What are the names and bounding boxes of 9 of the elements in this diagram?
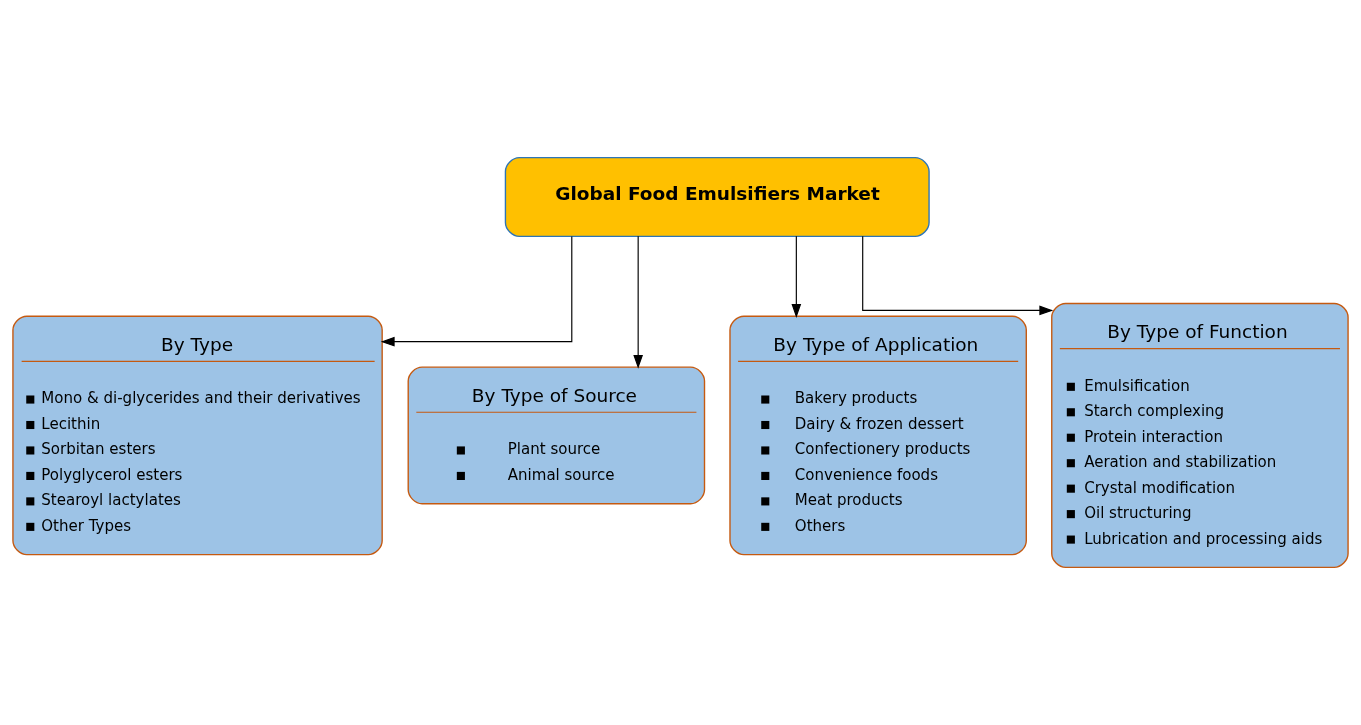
- arrow: [862, 235, 1054, 316]
- node-box: By Type of Function Emulsification Starch complexing Protein interaction Aeration and stabilization Crystal modification Oil structuring Lubrication and processing aids: [1051, 302, 1349, 569]
- arrow: [633, 235, 644, 369]
- arrow: [791, 235, 802, 318]
- node-box: Global Food Emulsifiers Market: [504, 156, 930, 238]
- arrow: [380, 235, 573, 347]
- node-box: By Type of Application Bakery products Dairy & frozen dessert Confectionery products Convenience foods Meat products Others: [729, 315, 1027, 556]
- node-box: By Type of Source Plant source Animal source: [407, 366, 706, 505]
- node-box: By Type Mono & di-glycerides and their derivatives Lecithin Sorbitan esters Polyglycerol esters Stearoyl lactylates Other Types: [12, 315, 383, 556]
